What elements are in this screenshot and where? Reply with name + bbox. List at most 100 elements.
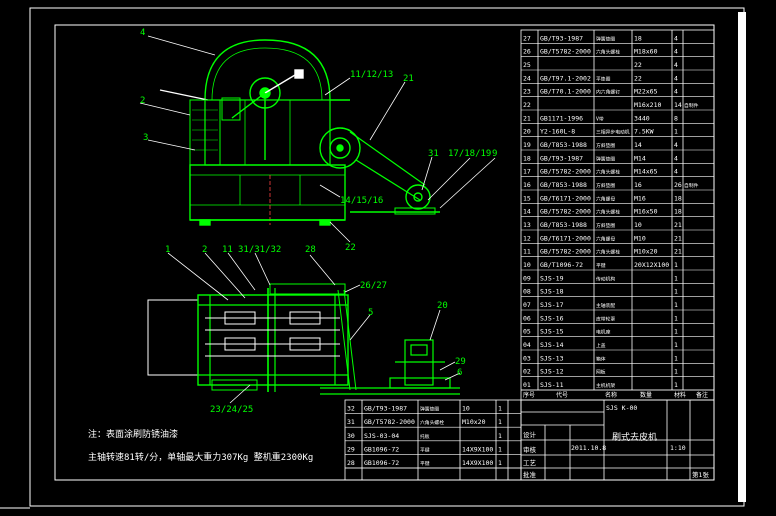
lower-row-spec: 14X9X100 <box>462 445 493 453</box>
drawing-scale: 1:10 <box>670 444 686 452</box>
feed-hopper <box>147 299 199 376</box>
parts-row-name: 内六角螺钉 <box>596 89 620 96</box>
parts-row-code: Y2-160L-8 <box>540 128 575 136</box>
parts-row-name: 平垫圈 <box>596 75 611 82</box>
lower-row-code: SJS-03-04 <box>364 432 399 440</box>
parts-row-spec: M16x210 <box>634 101 661 109</box>
parts-row-qty: 1 <box>674 328 678 336</box>
parts-row-no: 02 <box>523 368 531 376</box>
parts-row-name: 主轴装配 <box>596 302 615 309</box>
parts-row-code: SJS-13 <box>540 354 564 362</box>
note-line-1: 注：表面涂刷防锈油漆 <box>88 428 178 440</box>
callout-5: 5 <box>368 308 373 318</box>
lower-row-name: 平键 <box>420 446 430 453</box>
parts-row-code: SJS-19 <box>540 274 564 282</box>
parts-row-code: GB/T6171-2000 <box>540 234 591 242</box>
front-view <box>159 39 440 226</box>
parts-row-name: 六角螺母 <box>596 195 615 202</box>
parts-row-no: 23 <box>523 88 531 96</box>
parts-row-qty: 4 <box>674 154 678 162</box>
top-leaders <box>167 252 461 404</box>
top-view <box>147 283 460 395</box>
parts-row-no: 11 <box>523 248 531 256</box>
parts-row-qty: 1 <box>674 341 678 349</box>
parts-row-name: 上盖 <box>596 342 606 349</box>
parts-row-name: 六角头螺栓 <box>596 209 620 216</box>
parts-row-spec: 3440 <box>634 114 650 122</box>
parts-row-name: 网板 <box>596 369 606 376</box>
sheet-label: 第1张 <box>692 470 709 479</box>
callout-31-top: 31 <box>428 149 439 159</box>
parts-row-spec: M14 <box>634 154 646 162</box>
parts-row-name: 六角头螺栓 <box>596 49 620 56</box>
parts-row-no: 12 <box>523 234 531 242</box>
parts-row-code: GB/T5782-2000 <box>540 248 591 256</box>
header-name: 名称 <box>605 391 617 399</box>
label-process: 工艺 <box>523 459 537 467</box>
callout-6: 6 <box>457 368 462 378</box>
lower-row-spec: 14X9X100 <box>462 459 493 467</box>
parts-row-spec: 7.5KW <box>634 128 654 136</box>
parts-row-no: 01 <box>523 381 531 389</box>
parts-row-name: 电机座 <box>596 329 611 336</box>
parts-row-no: 20 <box>523 128 531 136</box>
parts-row-code: GB/T853-1988 <box>540 141 587 149</box>
parts-row-name: 传动机构 <box>596 275 615 282</box>
parts-row-qty: 1 <box>674 274 678 282</box>
label-design: 设计 <box>523 430 537 439</box>
parts-row-name: 六角头螺栓 <box>596 169 620 176</box>
parts-row-qty: 26 <box>674 181 682 189</box>
parts-row-code: GB/T93-1987 <box>540 154 583 162</box>
parts-row-qty: 21 <box>674 248 682 256</box>
parts-row-qty: 4 <box>674 141 678 149</box>
parts-row-code: GB/T853-1988 <box>540 181 587 189</box>
front-leaders <box>139 35 496 243</box>
parts-row-no: 09 <box>523 274 531 282</box>
parts-row-no: 27 <box>523 34 531 42</box>
parts-row-no: 04 <box>523 341 531 349</box>
callout-20: 20 <box>437 301 448 311</box>
parts-row-qty: 8 <box>674 114 678 122</box>
parts-row-spec: 22 <box>634 61 642 69</box>
lower-row-spec: 10 <box>462 405 470 413</box>
parts-row-spec: 22 <box>634 74 642 82</box>
parts-row-name: 方斜垫圈 <box>596 182 615 189</box>
parts-row-spec: M22x65 <box>634 88 658 96</box>
parts-row-qty: 1 <box>674 314 678 322</box>
parts-row-qty: 1 <box>674 128 678 136</box>
parts-row-spec: M14x65 <box>634 168 658 176</box>
callout-3: 3 <box>143 133 148 143</box>
parts-row-code: GB/T6171-2000 <box>540 194 591 202</box>
parts-row-no: 18 <box>523 154 531 162</box>
lower-row-code: GB/T93-1987 <box>364 405 407 413</box>
callout-11-12-13: 11/12/13 <box>350 70 393 80</box>
lower-row-name: 托板 <box>420 433 430 440</box>
parts-row-no: 21 <box>523 114 531 122</box>
parts-row-no: 17 <box>523 168 531 176</box>
parts-row-no: 16 <box>523 181 531 189</box>
label-approve: 批准 <box>523 470 537 479</box>
drawing-title: 刷式去皮机 <box>612 431 657 443</box>
parts-row-code: GB/T1096-72 <box>540 261 583 269</box>
callout-26-27: 26/27 <box>360 281 387 291</box>
parts-row-code: GB/T5782-2000 <box>540 48 591 56</box>
parts-row-qty: 1 <box>674 354 678 362</box>
parts-row-spec: 18 <box>634 34 642 42</box>
parts-table-grid <box>520 29 715 401</box>
lower-row-no: 30 <box>347 432 355 440</box>
parts-row-qty: 1 <box>674 261 678 269</box>
parts-row-code: GB/T5782-2000 <box>540 208 591 216</box>
lower-row-qty: 1 <box>498 445 502 453</box>
callout-14-15-16: 14/15/16 <box>340 196 383 206</box>
parts-row-spec: M16x50 <box>634 208 658 216</box>
lower-row-no: 32 <box>347 405 355 413</box>
parts-row-qty: 4 <box>674 168 678 176</box>
header-remark: 备注 <box>696 391 708 399</box>
parts-row-name: 箱体 <box>596 355 606 362</box>
header-no: 序号 <box>523 391 535 399</box>
header-qty: 数量 <box>640 391 652 399</box>
header-material: 材料 <box>674 391 686 399</box>
parts-row-qty: 1 <box>674 301 678 309</box>
parts-row-code: SJS-14 <box>540 341 564 349</box>
